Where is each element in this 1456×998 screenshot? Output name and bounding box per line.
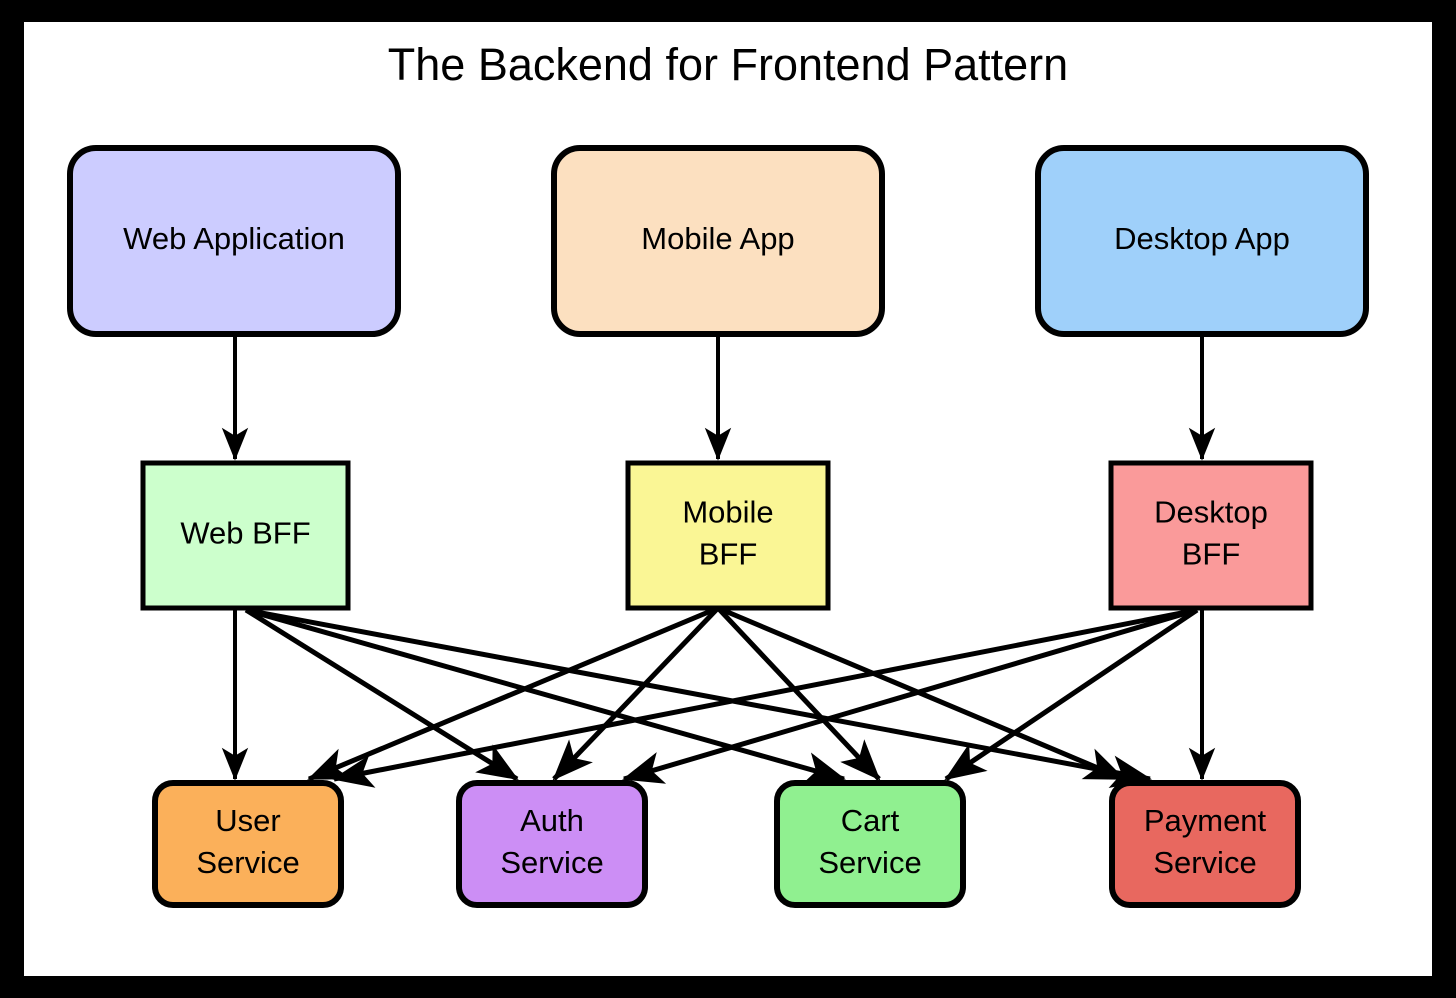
layer-clients: Web Application Mobile App Desktop App bbox=[67, 145, 1369, 337]
edge-mobile-bff-to-cart-service bbox=[716, 606, 881, 781]
edge-desktop-bff-to-cart-service bbox=[944, 607, 1199, 782]
edge-web-bff-to-payment-service bbox=[245, 607, 1152, 789]
auth-service-shape[interactable] bbox=[456, 780, 648, 908]
node-web-application[interactable]: Web Application bbox=[67, 145, 401, 337]
edge-desktop-bff-to-user-service bbox=[332, 607, 1198, 788]
diagram-canvas: The Backend for Frontend Pattern Web App… bbox=[24, 22, 1432, 976]
mobile-app-shape[interactable] bbox=[551, 145, 885, 337]
edge-mobile-bff-to-auth-service bbox=[552, 606, 720, 781]
web-bff-shape[interactable] bbox=[140, 460, 351, 611]
payment-service-shape[interactable] bbox=[1109, 780, 1301, 908]
node-desktop-app[interactable]: Desktop App bbox=[1035, 145, 1369, 337]
edge-desktop-bff-to-auth-service bbox=[622, 607, 1198, 784]
edge-web-bff-to-cart-service bbox=[245, 607, 846, 785]
cart-service-shape[interactable] bbox=[774, 780, 966, 908]
desktop-app-shape[interactable] bbox=[1035, 145, 1369, 337]
user-service-shape[interactable] bbox=[152, 780, 344, 908]
page-title: The Backend for Frontend Pattern bbox=[388, 39, 1068, 90]
node-web-bff[interactable]: Web BFF bbox=[140, 460, 351, 611]
edge-mobile-bff-to-user-service bbox=[307, 605, 719, 782]
bff-pattern-diagram: The Backend for Frontend Pattern Web App… bbox=[67, 39, 1369, 908]
desktop-bff-shape[interactable] bbox=[1108, 460, 1314, 611]
web-application-shape[interactable] bbox=[67, 145, 401, 337]
edges-layer bbox=[221, 334, 1216, 789]
node-mobile-app[interactable]: Mobile App bbox=[551, 145, 885, 337]
mobile-bff-shape[interactable] bbox=[625, 460, 831, 611]
